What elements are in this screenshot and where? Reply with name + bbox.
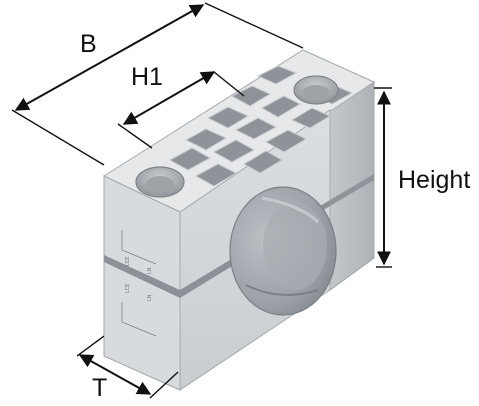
height-label: Height [398,166,470,194]
t-label: T [92,374,107,402]
mark-bracket-upper [121,230,157,265]
cell [230,85,272,107]
mark-lower-right: LN [147,294,153,301]
bore-rib [261,196,320,224]
mark-bracket-lower [121,302,157,337]
screw-hole-right-inner [303,85,329,99]
cell [212,139,256,163]
h1-extension-right [213,71,245,97]
dimension-b: B [11,2,304,166]
screw-holes [135,75,339,198]
cell [234,117,278,140]
bore-rib-lower [245,284,319,296]
clamp-side-face [329,81,375,291]
mark-upper-left: LCE [125,257,131,266]
t-extension-right [149,371,179,399]
mark-lower-left: LCE [125,284,131,293]
clamp-end-face [103,175,181,391]
cell [194,163,238,187]
cell [264,129,308,153]
b-extension-right [204,2,304,49]
cell [206,106,250,129]
b-dimension-line [14,4,205,111]
b-label: B [80,30,97,58]
b-extension-left [11,109,105,166]
molded-markings: LCE LN LCE LN [121,230,157,337]
h1-extension-left [117,123,153,149]
cell [242,150,284,174]
h1-dimension-line [122,71,216,125]
screw-hole-left-inner [146,176,174,192]
h1-label: H1 [131,63,163,91]
cell [260,95,302,118]
bore-inner-shadow [263,202,327,290]
side-split-gap [330,174,374,206]
cell [290,107,332,129]
dimension-h1: H1 [117,63,245,149]
pipe-bore [229,186,337,316]
cell [256,65,298,85]
t-dimension-line [78,354,152,395]
cell [168,147,212,171]
cell [184,128,228,151]
dimension-t: T [76,335,179,402]
mark-upper-right: LN [147,267,153,274]
dimension-height: Height [374,87,470,268]
t-extension-left [76,335,105,357]
